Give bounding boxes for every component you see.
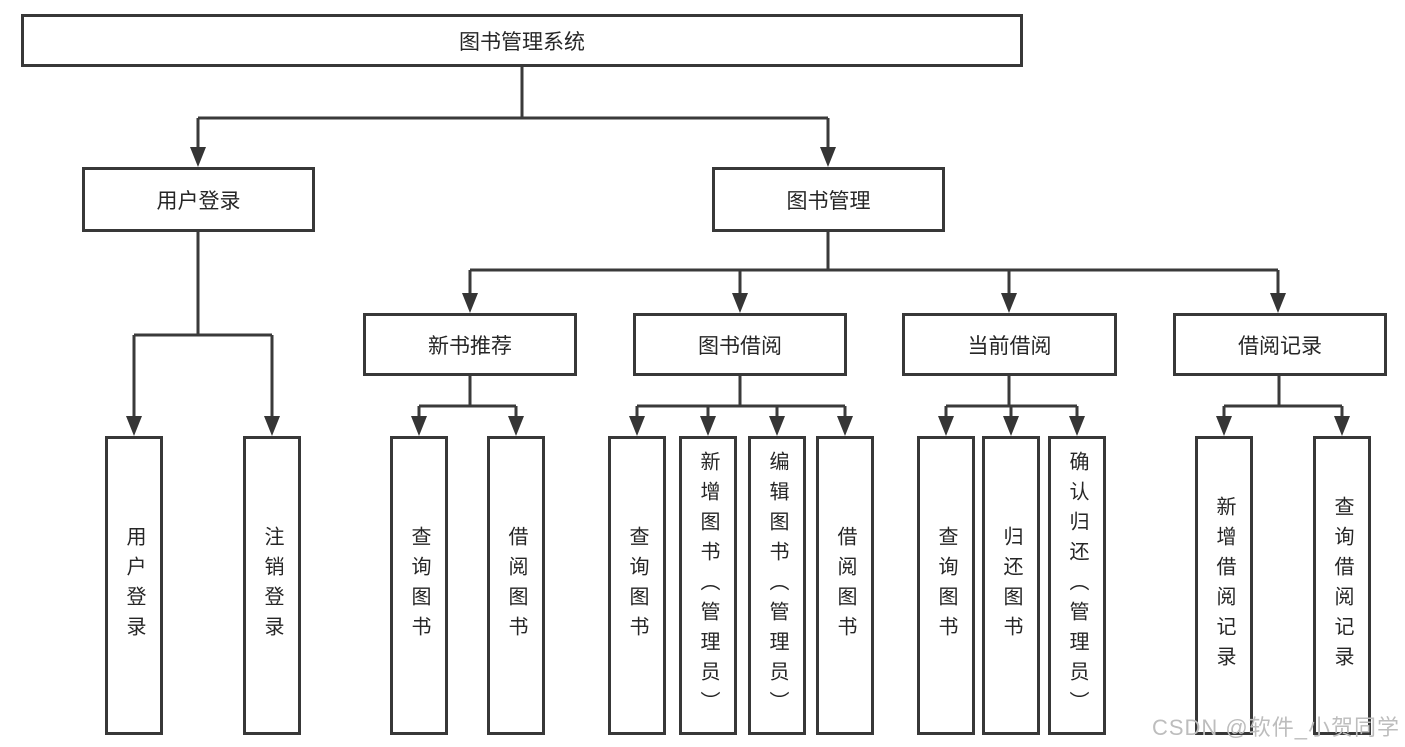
- leaf-edit-book-admin-label: 编辑图书（管理员）: [766, 450, 788, 721]
- node-borrowing-records: 借阅记录: [1173, 313, 1387, 376]
- leaf-borrow-books: 借阅图书: [816, 436, 874, 735]
- leaf-query-borrow-record-label: 查询借阅记录: [1331, 495, 1353, 676]
- connector-root-to-level2: [190, 67, 836, 167]
- leaf-query-books-current-label: 查询图书: [935, 525, 957, 646]
- leaf-logout: 注销登录: [243, 436, 301, 735]
- leaf-query-books-recommend-label: 查询图书: [408, 525, 430, 646]
- leaf-borrow-books-recommend: 借阅图书: [487, 436, 545, 735]
- leaf-logout-label: 注销登录: [261, 525, 283, 646]
- node-library-management-system: 图书管理系统: [21, 14, 1023, 67]
- leaf-return-books: 归还图书: [982, 436, 1040, 735]
- connector-book-mgmt-to-level3: [462, 232, 1286, 313]
- leaf-add-book-admin-label: 新增图书（管理员）: [697, 450, 719, 721]
- connector-current-borrow-to-leaves: [938, 375, 1085, 436]
- node-user-login: 用户登录: [82, 167, 315, 232]
- node-book-management: 图书管理: [712, 167, 945, 232]
- node-book-borrowing: 图书借阅: [633, 313, 847, 376]
- connector-user-login-to-leaves: [126, 232, 280, 436]
- leaf-user-login-label: 用户登录: [123, 525, 145, 646]
- connector-new-book-to-leaves: [411, 375, 524, 436]
- connector-borrow-records-to-leaves: [1216, 375, 1350, 436]
- csdn-watermark: CSDN @软件_小贺同学: [1151, 715, 1400, 740]
- leaf-query-books-borrowing: 查询图书: [608, 436, 666, 735]
- leaf-confirm-return-admin-label: 确认归还（管理员）: [1066, 450, 1088, 721]
- leaf-confirm-return-admin: 确认归还（管理员）: [1048, 436, 1106, 735]
- leaf-query-books-current: 查询图书: [917, 436, 975, 735]
- leaf-user-login: 用户登录: [105, 436, 163, 735]
- connector-book-borrow-to-leaves: [629, 375, 853, 436]
- leaf-return-books-label: 归还图书: [1000, 525, 1022, 646]
- leaf-borrow-books-recommend-label: 借阅图书: [505, 525, 527, 646]
- node-current-borrowing: 当前借阅: [902, 313, 1117, 376]
- leaf-add-book-admin: 新增图书（管理员）: [679, 436, 737, 735]
- leaf-query-borrow-record: 查询借阅记录: [1313, 436, 1371, 735]
- leaf-query-books-borrowing-label: 查询图书: [626, 525, 648, 646]
- leaf-borrow-books-label: 借阅图书: [834, 525, 856, 646]
- leaf-add-borrow-record: 新增借阅记录: [1195, 436, 1253, 735]
- leaf-add-borrow-record-label: 新增借阅记录: [1213, 495, 1235, 676]
- node-new-book-recommend: 新书推荐: [363, 313, 577, 376]
- leaf-query-books-recommend: 查询图书: [390, 436, 448, 735]
- leaf-edit-book-admin: 编辑图书（管理员）: [748, 436, 806, 735]
